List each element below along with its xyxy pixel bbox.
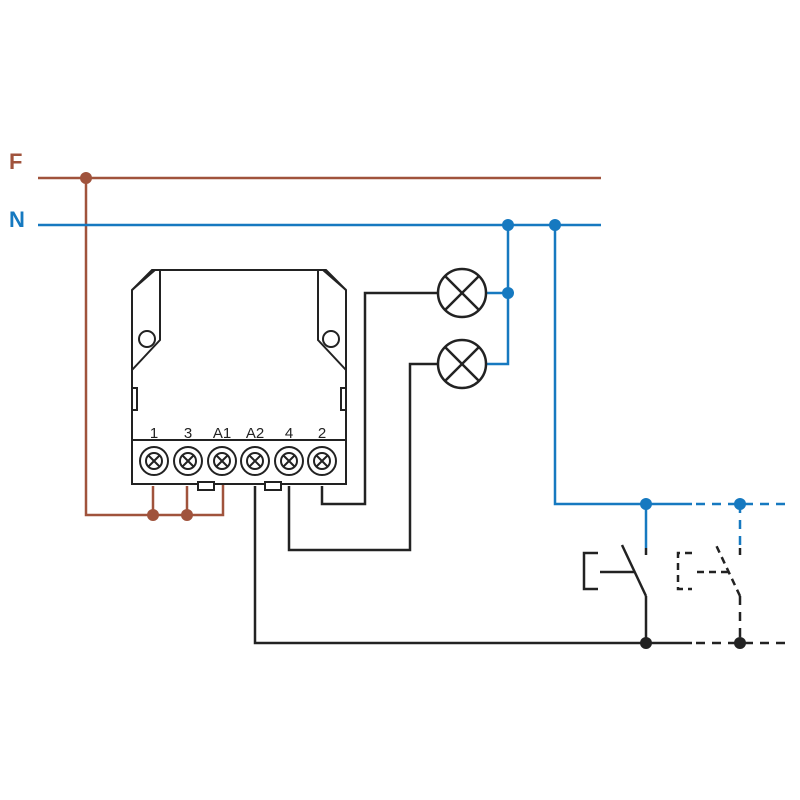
neutral-to-switches [553,225,692,506]
terminal-label-3: 3 [184,425,192,442]
neutral-junction [502,287,514,299]
push-button-icon [676,544,742,597]
neutral-to-lamps [486,225,510,366]
neutral-junction [640,498,652,510]
control-wiring [253,291,692,645]
neutral-junction [734,498,746,510]
terminal-label-a2: A2 [246,425,264,442]
output-4-to-lamp-2 [287,362,438,552]
terminal-label-a1: A1 [213,425,231,442]
terminal-screw [307,446,337,476]
output-2-to-lamp-1 [320,291,438,506]
phase-label: F [9,149,22,174]
relay-module [131,269,347,491]
terminal-label-1: 1 [150,425,158,442]
terminal-label-4: 4 [285,425,293,442]
neutral-optional [696,502,792,548]
terminal-label-2: 2 [318,425,326,442]
push-button-icon [582,544,648,643]
terminal-screw [274,446,304,476]
neutral-junction [502,219,514,231]
control-optional [696,596,792,645]
neutral-label: N [9,207,25,232]
lamp-icon [436,267,488,319]
terminal-screw [173,446,203,476]
lamp-icon [436,338,488,390]
neutral-junction [549,219,561,231]
phase-junction [80,172,92,184]
phase-junction [181,509,193,521]
control-junction [734,637,746,649]
a2-to-push-buttons [253,486,692,645]
terminal-screws [139,446,337,476]
terminal-screw [240,446,270,476]
terminal-screw [139,446,169,476]
phase-junction [147,509,159,521]
terminal-screw [207,446,237,476]
